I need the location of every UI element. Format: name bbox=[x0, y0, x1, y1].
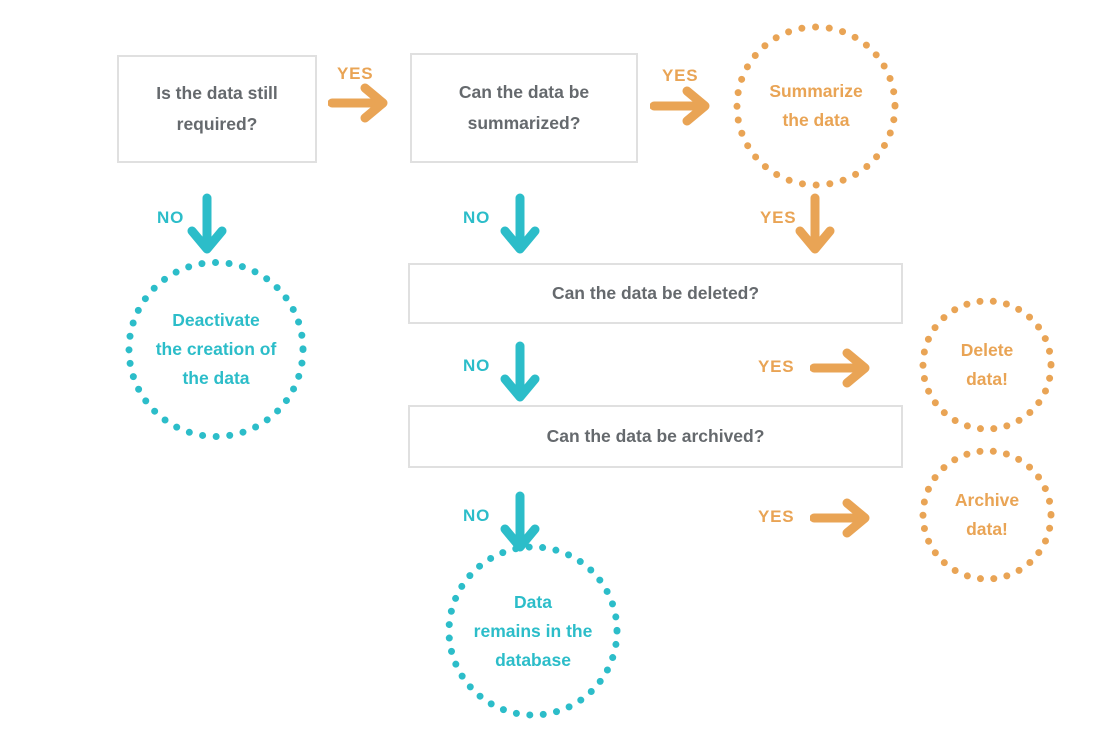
outcome-line: Delete bbox=[960, 340, 1014, 360]
edge-label-yes-summarized: YES bbox=[662, 66, 699, 85]
question-text-required: Is the data still required? bbox=[156, 82, 278, 135]
question-text-summarized: Can the data be summarized? bbox=[458, 81, 590, 134]
question-box-deleted: Can the data be deleted? bbox=[408, 263, 903, 324]
outcome-label-deactivate: Deactivate the creation of the data bbox=[156, 306, 277, 393]
outcome-line: the data bbox=[182, 368, 250, 388]
outcome-label-summarize: Summarize the data bbox=[769, 77, 862, 135]
edge-label-no-deleted: NO bbox=[463, 356, 491, 375]
outcome-label-remains: Data remains in the database bbox=[474, 588, 593, 675]
edge-label-no-archived: NO bbox=[463, 506, 491, 525]
edge-label-no-required: NO bbox=[157, 208, 185, 227]
dotted-ring-icon bbox=[445, 543, 621, 719]
yes-arrow-down-after-summarize bbox=[795, 193, 835, 254]
no-arrow-down-archived bbox=[500, 491, 540, 552]
no-arrow-down-required bbox=[187, 193, 227, 254]
question-text-deleted: Can the data be deleted? bbox=[551, 282, 760, 303]
outcome-line: remains in the bbox=[473, 620, 593, 641]
outcome-label-archive: Archive data! bbox=[955, 486, 1019, 544]
yes-arrow-right-required bbox=[328, 83, 388, 123]
question-box-archived: Can the data be archived? bbox=[408, 405, 903, 468]
edge-label-no-summarized: NO bbox=[463, 208, 491, 227]
edge-label-yes-required: YES bbox=[337, 64, 374, 83]
outcome-line: data! bbox=[966, 369, 1008, 389]
outcome-circle-remains: Data remains in the database bbox=[443, 543, 623, 719]
dotted-ring-icon bbox=[919, 297, 1055, 433]
yes-arrow-right-summarized bbox=[650, 86, 710, 126]
question-box-required: Is the data still required? bbox=[117, 55, 317, 163]
dotted-ring-icon bbox=[919, 447, 1055, 583]
outcome-label-delete: Delete data! bbox=[961, 336, 1014, 394]
edge-label-yes-archived: YES bbox=[758, 507, 795, 526]
yes-arrow-right-deleted bbox=[810, 348, 870, 388]
outcome-circle-archive: Archive data! bbox=[918, 446, 1056, 584]
outcome-circle-summarize: Summarize the data bbox=[732, 22, 900, 190]
outcome-line: the data bbox=[782, 110, 850, 130]
outcome-circle-delete: Delete data! bbox=[918, 296, 1056, 434]
question-box-summarized: Can the data be summarized? bbox=[410, 53, 638, 163]
outcome-line: Summarize bbox=[769, 81, 863, 101]
question-text-archived: Can the data be archived? bbox=[546, 425, 765, 446]
dotted-ring-icon bbox=[733, 23, 899, 189]
outcome-line: Data bbox=[514, 591, 552, 612]
outcome-line: the creation of bbox=[155, 339, 277, 359]
yes-arrow-right-archived bbox=[810, 498, 870, 538]
dotted-ring-icon bbox=[125, 259, 307, 440]
outcome-line: Deactivate bbox=[172, 310, 260, 330]
no-arrow-down-summarized bbox=[500, 193, 540, 254]
outcome-circle-deactivate: Deactivate the creation of the data bbox=[123, 258, 309, 441]
outcome-line: database bbox=[495, 649, 571, 670]
edge-label-yes-deleted: YES bbox=[758, 357, 795, 376]
outcome-line: data! bbox=[966, 519, 1008, 539]
no-arrow-down-deleted bbox=[500, 341, 540, 402]
outcome-line: Archive bbox=[954, 490, 1020, 510]
edge-label-yes-after-summarize: YES bbox=[760, 208, 797, 227]
